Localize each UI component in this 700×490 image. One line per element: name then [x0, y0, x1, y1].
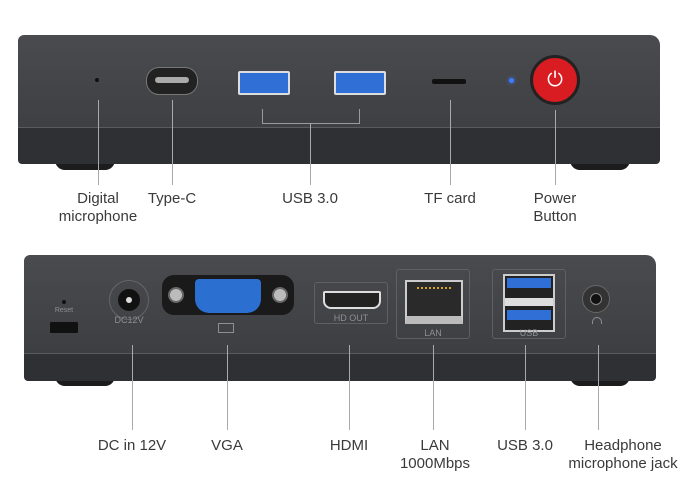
power-icon: ⏻ [547, 68, 563, 91]
label-power-button: Power Button [533, 190, 577, 225]
callout-line [172, 100, 173, 185]
device-foot [55, 376, 115, 386]
vga-connector [195, 279, 261, 313]
label-vga: VGA [211, 437, 243, 454]
screw [272, 287, 288, 303]
dc-marking: DC12V [114, 315, 144, 325]
hdmi-marking: HD OUT [333, 313, 369, 323]
usb-frame: USB [492, 269, 566, 339]
headphone-jack[interactable] [582, 285, 610, 313]
callout-line [450, 100, 451, 185]
callout-line [227, 345, 228, 430]
callout-line [555, 110, 556, 185]
callout-line [349, 345, 350, 430]
usb-port-1[interactable] [238, 71, 290, 95]
callout-line [525, 345, 526, 430]
device-foot [570, 376, 630, 386]
usb-port-2[interactable] [334, 71, 386, 95]
label-lan: LAN 1000Mbps [399, 437, 471, 472]
callout-line [310, 123, 311, 185]
reset-marking: Reset [54, 307, 74, 314]
usb-port-1[interactable] [507, 278, 551, 288]
kensington-lock[interactable] [50, 322, 78, 333]
usb-bracket [262, 109, 360, 124]
callout-line [132, 345, 133, 430]
power-button[interactable]: ⏻ [530, 55, 580, 105]
label-tf-card: TF card [424, 190, 476, 207]
device-base [18, 127, 660, 164]
device-foot [55, 160, 115, 170]
led-indicator [509, 78, 514, 83]
headphone-icon [592, 317, 602, 324]
tf-card-slot[interactable] [432, 79, 466, 84]
label-type-c: Type-C [147, 190, 197, 207]
vga-icon [218, 323, 234, 333]
usb-marking: USB [519, 328, 539, 338]
label-headphone-jack: Headphone microphone jack [568, 437, 678, 472]
lan-marking: LAN [424, 328, 442, 338]
lan-frame: LAN [396, 269, 470, 339]
screw [168, 287, 184, 303]
label-dc-in: DC in 12V [97, 437, 167, 454]
callout-line [433, 345, 434, 430]
microphone-hole [95, 78, 99, 82]
callout-line [598, 345, 599, 430]
callout-line [98, 100, 99, 185]
reset-hole[interactable] [62, 300, 66, 304]
type-c-port[interactable] [146, 67, 198, 95]
device-foot [570, 160, 630, 170]
top-device-front: ⏻ [18, 35, 660, 164]
bottom-device-rear: Reset DC12V HD OUT LAN USB [24, 255, 656, 381]
dc-jack[interactable] [109, 280, 149, 320]
usb-divider [505, 298, 553, 306]
vga-port[interactable] [162, 275, 294, 315]
lan-port[interactable] [405, 280, 463, 324]
label-hdmi: HDMI [329, 437, 369, 454]
label-digital-microphone: Digital microphone [58, 190, 138, 225]
label-usb-3: USB 3.0 [282, 190, 338, 207]
hdmi-port[interactable] [323, 291, 381, 309]
usb-stack [503, 274, 555, 332]
hdmi-frame: HD OUT [314, 282, 388, 324]
label-usb-3: USB 3.0 [497, 437, 553, 454]
usb-port-2[interactable] [507, 310, 551, 320]
device-base [24, 353, 656, 381]
